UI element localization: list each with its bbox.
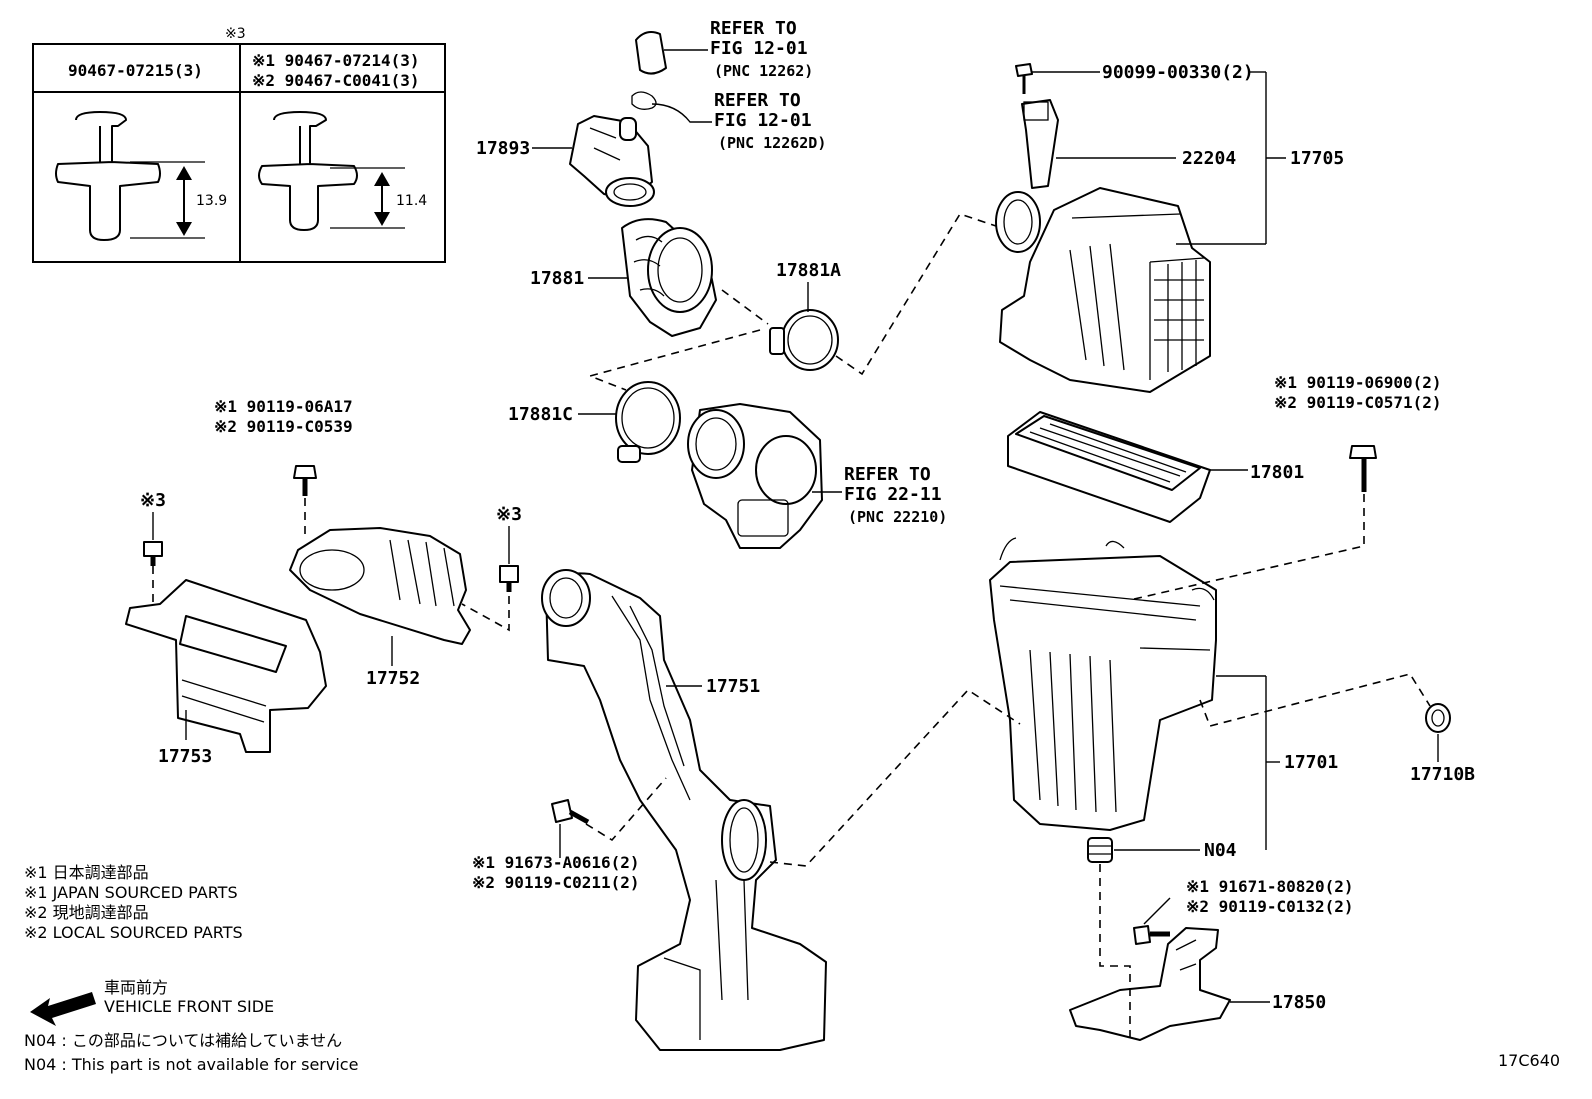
svg-text:FIG 12-01: FIG 12-01 (710, 38, 808, 59)
svg-text:※2 90119-C0132(2): ※2 90119-C0132(2) (1186, 897, 1354, 916)
clip-icon-2: 11.4 (258, 111, 427, 231)
label-N04: N04 (1204, 840, 1237, 861)
clip-part-number-1: 90467-07215(3) (68, 61, 203, 80)
svg-text:17881C: 17881C (508, 404, 573, 425)
legend-local-en: ※2 LOCAL SOURCED PARTS (24, 923, 243, 942)
part-17705-air-cleaner-cap[interactable] (995, 187, 1211, 393)
refer-callout-1: REFER TO FIG 12-01 (PNC 12262) (635, 18, 813, 80)
svg-text:※1 90119-06900(2): ※1 90119-06900(2) (1274, 373, 1442, 392)
part-17893-hose[interactable]: 17893 (476, 115, 655, 207)
svg-text:17801: 17801 (1250, 462, 1304, 483)
clip-part-number-2a: ※1 90467-07214(3) (252, 51, 420, 70)
part-17753-inlet[interactable]: 17753 (125, 579, 327, 767)
svg-text:※3: ※3 (496, 504, 522, 525)
part-91671-bolt[interactable]: ※1 91671-80820(2) ※2 90119-C0132(2) (1133, 877, 1354, 945)
clip-dimension-2: 11.4 (396, 193, 427, 209)
n04-note-en: N04 : This part is not available for ser… (24, 1055, 358, 1074)
front-side-jp: 車両前方 (104, 978, 168, 997)
svg-text:REFER TO: REFER TO (844, 464, 931, 485)
svg-text:17753: 17753 (158, 746, 212, 767)
svg-text:17881: 17881 (530, 268, 584, 289)
svg-text:REFER TO: REFER TO (710, 18, 797, 39)
part-17801-air-filter[interactable]: 17801 (1007, 411, 1304, 523)
svg-text:17893: 17893 (476, 138, 530, 159)
label-22204: 22204 (1182, 148, 1236, 169)
legend-japan-en: ※1 JAPAN SOURCED PARTS (24, 883, 238, 902)
part-90099-screw[interactable] (1015, 63, 1033, 94)
throttle-body: REFER TO FIG 22-11 (PNC 22210) (687, 403, 947, 549)
legend: ※1 日本調達部品 ※1 JAPAN SOURCED PARTS ※2 現地調達… (24, 863, 358, 1074)
refer-callout-2: REFER TO FIG 12-01 (PNC 12262D) (631, 90, 826, 152)
svg-text:(PNC 12262): (PNC 12262) (714, 62, 813, 80)
assembly-dashed-lines (152, 213, 1431, 1040)
svg-text:※1 90119-06A17: ※1 90119-06A17 (214, 397, 353, 416)
svg-text:※2 90119-C0211(2): ※2 90119-C0211(2) (472, 873, 640, 892)
svg-text:(PNC 22210): (PNC 22210) (848, 508, 947, 526)
part-clip-mark3-mid[interactable]: ※3 (496, 504, 522, 592)
svg-text:※3: ※3 (140, 490, 166, 511)
clip-part-number-2b: ※2 90467-C0041(3) (252, 71, 420, 90)
svg-text:17850: 17850 (1272, 992, 1326, 1013)
svg-text:17881A: 17881A (776, 260, 841, 281)
label-17705: 17705 (1290, 148, 1344, 169)
svg-text:17752: 17752 (366, 668, 420, 689)
part-90119-06A17-bolt[interactable]: ※1 90119-06A17 ※2 90119-C0539 (214, 397, 353, 496)
label-90099: 90099-00330(2) (1102, 62, 1254, 83)
clip-dimension-1: 13.9 (196, 193, 227, 209)
table-header-mark: ※3 (225, 26, 246, 42)
svg-text:※2 90119-C0539: ※2 90119-C0539 (214, 417, 353, 436)
svg-text:※1 91671-80820(2): ※1 91671-80820(2) (1186, 877, 1354, 896)
part-91673-bolt[interactable]: ※1 91673-A0616(2) ※2 90119-C0211(2) (472, 799, 640, 892)
part-17751-intake-duct[interactable]: 17751 (541, 569, 827, 1051)
legend-japan-jp: ※1 日本調達部品 (24, 863, 149, 882)
part-17752-duct[interactable]: 17752 (289, 527, 471, 689)
legend-local-jp: ※2 現地調達部品 (24, 903, 149, 922)
part-17701-air-cleaner-case[interactable]: 17701 N04 (989, 537, 1338, 861)
part-clip-mark3-left[interactable]: ※3 (140, 490, 166, 566)
part-17850-bracket[interactable]: 17850 (1069, 927, 1326, 1041)
svg-text:17701: 17701 (1284, 752, 1338, 773)
svg-text:FIG 22-11: FIG 22-11 (844, 484, 942, 505)
part-22204-airflow-meter[interactable] (1021, 99, 1059, 189)
part-17881A-clamp[interactable]: 17881A (769, 260, 841, 371)
svg-text:FIG 12-01: FIG 12-01 (714, 110, 812, 131)
clip-reference-table: ※3 90467-07215(3) ※1 90467-07214(3) ※2 9… (32, 26, 446, 263)
part-90119-06900-bolt[interactable]: ※1 90119-06900(2) ※2 90119-C0571(2) (1274, 373, 1442, 492)
front-side-en: VEHICLE FRONT SIDE (104, 997, 274, 1016)
svg-text:17751: 17751 (706, 676, 760, 697)
svg-text:REFER TO: REFER TO (714, 90, 801, 111)
figure-id: 17C640 (1498, 1051, 1560, 1070)
svg-text:※2 90119-C0571(2): ※2 90119-C0571(2) (1274, 393, 1442, 412)
svg-text:※1 91673-A0616(2): ※1 91673-A0616(2) (472, 853, 640, 872)
part-17710B-grommet[interactable]: 17710B (1410, 703, 1475, 785)
svg-text:17710B: 17710B (1410, 764, 1475, 785)
clip-icon-1: 13.9 (55, 111, 227, 241)
part-17881C-clamp[interactable]: 17881C (508, 381, 681, 463)
front-arrow-icon (30, 992, 96, 1026)
part-N04-grommet[interactable] (1087, 837, 1113, 863)
svg-text:(PNC 12262D): (PNC 12262D) (718, 134, 826, 152)
part-17881-inlet-hose[interactable]: 17881 (530, 218, 717, 337)
n04-note-jp: N04 : この部品については補給していません (24, 1031, 342, 1050)
